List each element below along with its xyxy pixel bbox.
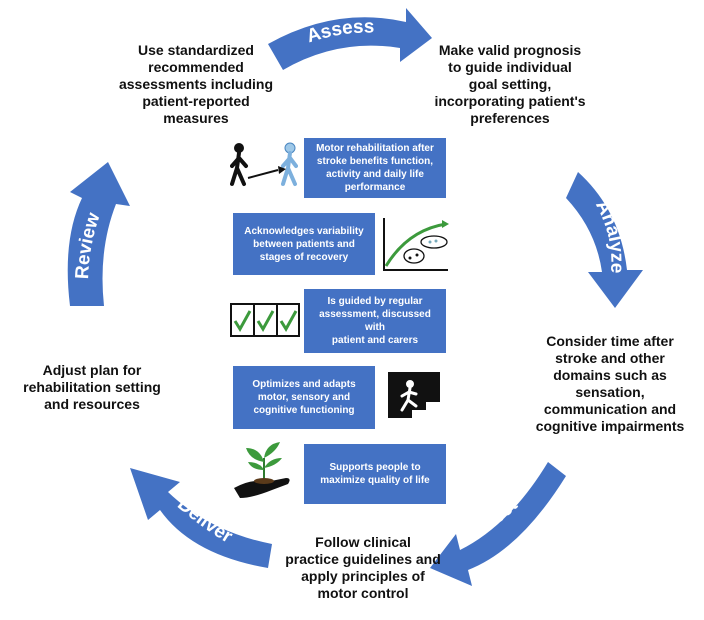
principle-box-assessment: Is guided by regular assessment, discuss… [304,289,446,353]
principle-box-variability: Acknowledges variability between patient… [233,213,375,275]
principle-box-quality: Supports people to maximize quality of l… [304,444,446,504]
step-text-consider-time: Consider time after stroke and other dom… [535,333,685,434]
step-text-prognosis: Make valid prognosis to guide individual… [434,42,586,126]
checkmarks-icon [230,303,300,337]
review-arrow: Review [67,162,130,306]
step-text-assessments: Use standardized recommended assessments… [118,42,274,126]
step-text-guidelines: Follow clinical practice guidelines and … [285,534,441,601]
assess-arrow: Assess [268,8,432,70]
recovery-curve-icon [383,218,449,271]
climbing-figure-icon [388,372,440,424]
walking-person-icon [230,142,298,186]
analyze-arrow: Analyze [566,172,643,308]
step-text-adjust-plan: Adjust plan for rehabilitation setting a… [23,362,161,412]
plant-in-hand-icon [234,442,290,498]
principle-box-benefits: Motor rehabilitation after stroke benefi… [304,138,446,198]
principle-box-optimizes: Optimizes and adapts motor, sensory and … [233,366,375,429]
